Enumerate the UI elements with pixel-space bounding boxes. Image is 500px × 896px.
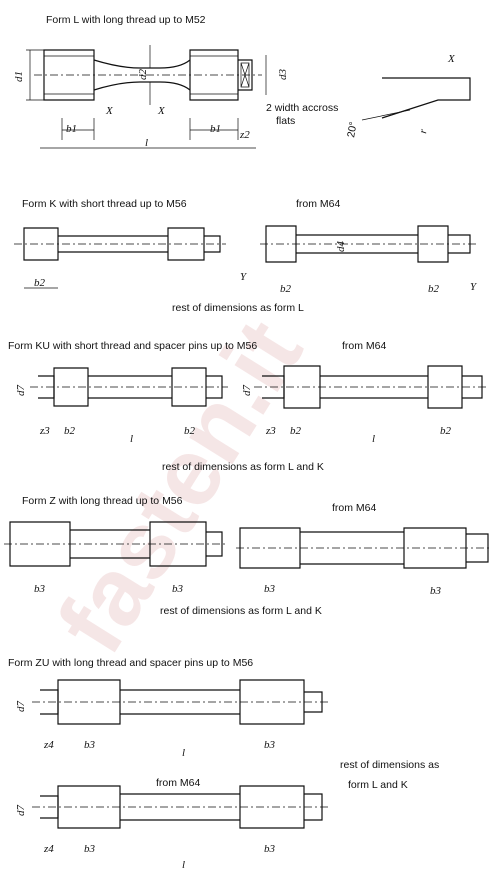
form-z-stud-right: b3 b3 — [236, 527, 492, 597]
form-ku-stud-left: d7 z3 b2 b2 l — [15, 367, 228, 445]
dim-d7-zu-bottom: d7 — [15, 805, 27, 817]
form-zu-title: Form ZU with long thread and spacer pins… — [8, 657, 253, 669]
dim-b3-z-left-2: b3 — [172, 583, 184, 595]
dim-b3-zu-top-1: b3 — [84, 739, 96, 751]
form-ku-stud-right: d7 z3 b2 b2 l — [241, 365, 488, 445]
dim-b2-ku-left-2: b2 — [184, 425, 196, 437]
form-ku-title: Form KU with short thread and spacer pin… — [8, 340, 257, 352]
form-zu-footer-2: form L and K — [348, 779, 408, 791]
form-k-footer: rest of dimensions as form L — [172, 302, 304, 314]
form-zu-stud-bottom: d7 z4 b3 b3 l — [15, 785, 328, 871]
form-l-dimensions: d1 d2 d3 b1 b1 z2 l — [13, 45, 289, 149]
dim-z4-zu-top: z4 — [43, 739, 54, 751]
dim-l-form-l: l — [145, 137, 148, 149]
dim-b2-ku-right-1: b2 — [290, 425, 302, 437]
dim-z4-zu-bottom: z4 — [43, 843, 54, 855]
dim-b3-zu-top-2: b3 — [264, 739, 276, 751]
dim-l-ku-right: l — [372, 433, 375, 445]
form-z-m64: from M64 — [332, 502, 377, 514]
form-zu-footer-1: rest of dimensions as — [340, 759, 439, 771]
dim-z3-ku-right: z3 — [265, 425, 276, 437]
dim-b2-ku-right-2: b2 — [440, 425, 452, 437]
section-mark-y-1: Y — [240, 271, 248, 283]
dim-b1-right: b1 — [210, 123, 221, 135]
dim-b2-ku-left-1: b2 — [64, 425, 76, 437]
dim-b3-z-left-1: b3 — [34, 583, 46, 595]
dim-b2-k-left: b2 — [34, 277, 46, 289]
form-z-title: Form Z with long thread up to M56 — [22, 495, 183, 507]
form-ku-m64: from M64 — [342, 340, 387, 352]
dim-l-zu-top: l — [182, 747, 185, 759]
detail-x: X 20° r — [345, 53, 471, 139]
dim-z2: z2 — [239, 129, 250, 141]
dim-d4: d4 — [335, 241, 347, 253]
dim-z3-ku-left: z3 — [39, 425, 50, 437]
detail-angle: 20° — [345, 121, 360, 139]
dim-b3-zu-bottom-2: b3 — [264, 843, 276, 855]
form-k-stud-left: b2 — [14, 227, 226, 289]
flats-note-2: flats — [276, 115, 295, 127]
section-mark-y-2: Y — [470, 281, 478, 293]
dim-b3-z-right-2: b3 — [430, 585, 442, 597]
dim-d7-zu-top: d7 — [15, 701, 27, 713]
detail-radius: r — [417, 128, 430, 135]
form-l-title: Form L with long thread up to M52 — [46, 14, 206, 26]
form-k-m64: from M64 — [296, 198, 341, 210]
dim-d7-ku-left: d7 — [15, 385, 27, 397]
dim-d2: d2 — [137, 69, 149, 81]
dim-b2-k-right-2: b2 — [428, 283, 440, 295]
form-z-stud-left: b3 b3 — [4, 521, 228, 595]
dim-b3-z-right-1: b3 — [264, 583, 276, 595]
form-k-stud-right: d4 b2 b2 Y Y — [240, 225, 478, 295]
dim-b1-left: b1 — [66, 123, 77, 135]
section-mark-x-1: X — [105, 105, 114, 117]
dim-d7-ku-right: d7 — [241, 385, 253, 397]
detail-x-label: X — [447, 53, 456, 65]
dim-l-zu-bottom: l — [182, 859, 185, 871]
form-ku-footer: rest of dimensions as form L and K — [162, 461, 324, 473]
dim-d1: d1 — [13, 71, 25, 82]
form-zu-m64: from M64 — [156, 777, 201, 789]
form-z-footer: rest of dimensions as form L and K — [160, 605, 322, 617]
flats-note: 2 width accross — [266, 102, 338, 114]
section-mark-x-2: X — [157, 105, 166, 117]
form-k-title: Form K with short thread up to M56 — [22, 198, 187, 210]
dim-d3: d3 — [277, 69, 289, 81]
dim-b3-zu-bottom-1: b3 — [84, 843, 96, 855]
dim-b2-k-right-1: b2 — [280, 283, 292, 295]
form-zu-stud-top: d7 z4 b3 b3 l — [15, 679, 328, 759]
dim-l-ku-left: l — [130, 433, 133, 445]
